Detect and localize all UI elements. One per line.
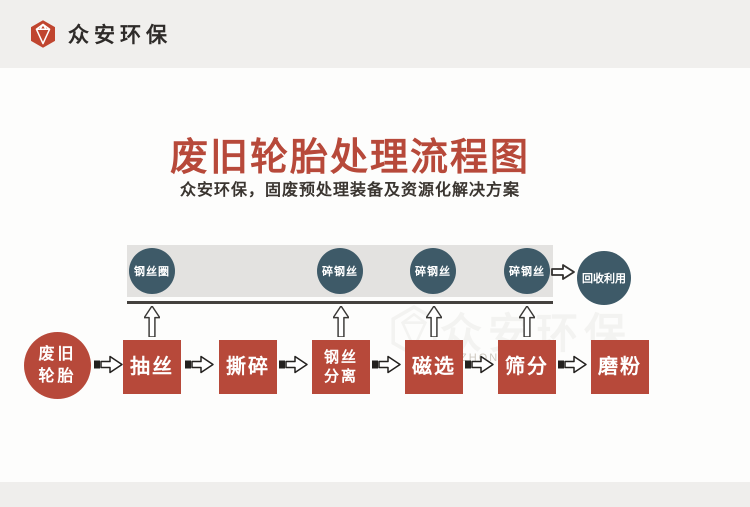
brand-gem-icon	[31, 20, 55, 48]
step-label: 抽丝	[130, 356, 174, 378]
step-box-shredding: 撕碎	[219, 340, 277, 394]
flow-arrow-icon	[185, 355, 214, 374]
step-label-line2: 分离	[323, 368, 358, 385]
output-node-broken-wire-2: 碎钢丝	[410, 248, 456, 294]
page-title: 废旧轮胎处理流程图	[169, 137, 530, 179]
output-node-broken-wire-3: 碎钢丝	[504, 248, 550, 294]
brand-name: 众安环保	[68, 24, 172, 47]
band-underline	[127, 301, 553, 304]
up-arrow-icon	[333, 306, 349, 337]
step-box-wire-separation: 钢丝 分离	[312, 340, 370, 394]
step-label: 撕碎	[226, 356, 270, 378]
step-box-drawing: 抽丝	[123, 340, 181, 394]
output-node-broken-wire-1: 碎钢丝	[317, 248, 363, 294]
up-arrow-icon	[144, 306, 160, 337]
flow-arrow-icon	[558, 355, 587, 374]
step-box-magnetic-separation: 磁选	[405, 340, 463, 394]
step-box-screening: 筛分	[498, 340, 556, 394]
step-label: 钢丝	[323, 348, 358, 366]
step-label: 筛分	[505, 356, 549, 378]
flow-arrow-icon	[279, 355, 308, 374]
output-node-steel-ring: 钢丝圈	[129, 248, 175, 294]
flow-arrow-icon	[465, 355, 494, 374]
recycle-arrow-icon	[551, 264, 575, 280]
flow-arrow-icon	[372, 355, 401, 374]
up-arrow-icon	[426, 306, 442, 337]
page-subtitle: 众安环保，固废预处理装备及资源化解决方案	[179, 182, 520, 199]
step-box-grinding: 磨粉	[591, 340, 649, 394]
recycle-node: 回收利用	[577, 251, 631, 305]
step-label: 磁选	[412, 356, 456, 378]
step-label: 磨粉	[598, 356, 642, 378]
flow-arrow-icon	[94, 355, 123, 374]
footer-strip	[0, 482, 750, 507]
source-node-line1: 废旧	[38, 345, 77, 363]
up-arrow-icon	[519, 306, 535, 337]
source-node-line2: 轮胎	[38, 367, 77, 385]
source-node-waste-tire: 废旧 轮胎	[24, 332, 91, 399]
app-header: 众安环保	[0, 0, 750, 68]
